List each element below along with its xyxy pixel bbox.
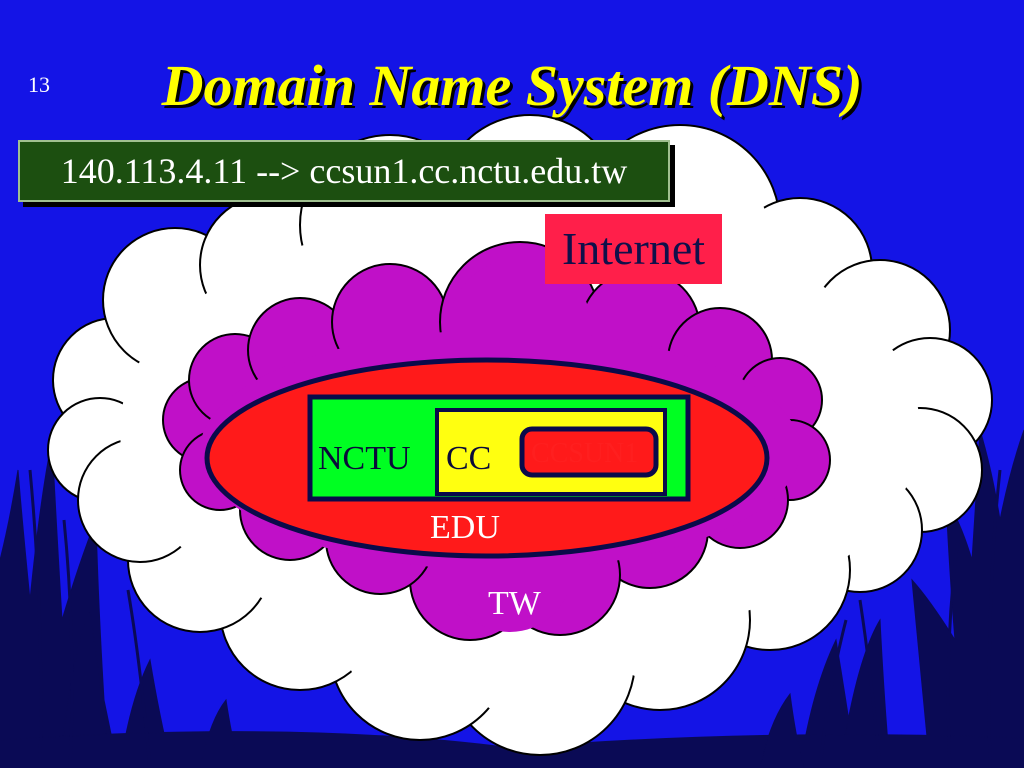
cc-label: CC bbox=[446, 440, 492, 477]
tw-label: TW bbox=[488, 585, 541, 622]
box-host bbox=[519, 426, 659, 478]
host-label: CCSUN1 bbox=[531, 438, 639, 469]
slide-title: Domain Name System (DNS) bbox=[161, 53, 863, 118]
address-mapping: 140.113.4.11 --> ccsun1.cc.nctu.edu.tw bbox=[18, 140, 670, 202]
internet-label: Internet bbox=[545, 214, 722, 284]
grass-stalks bbox=[28, 469, 1002, 768]
slide-number: 13 bbox=[28, 72, 50, 97]
edu-label: EDU bbox=[430, 509, 500, 546]
nctu-label: NCTU bbox=[318, 440, 411, 477]
